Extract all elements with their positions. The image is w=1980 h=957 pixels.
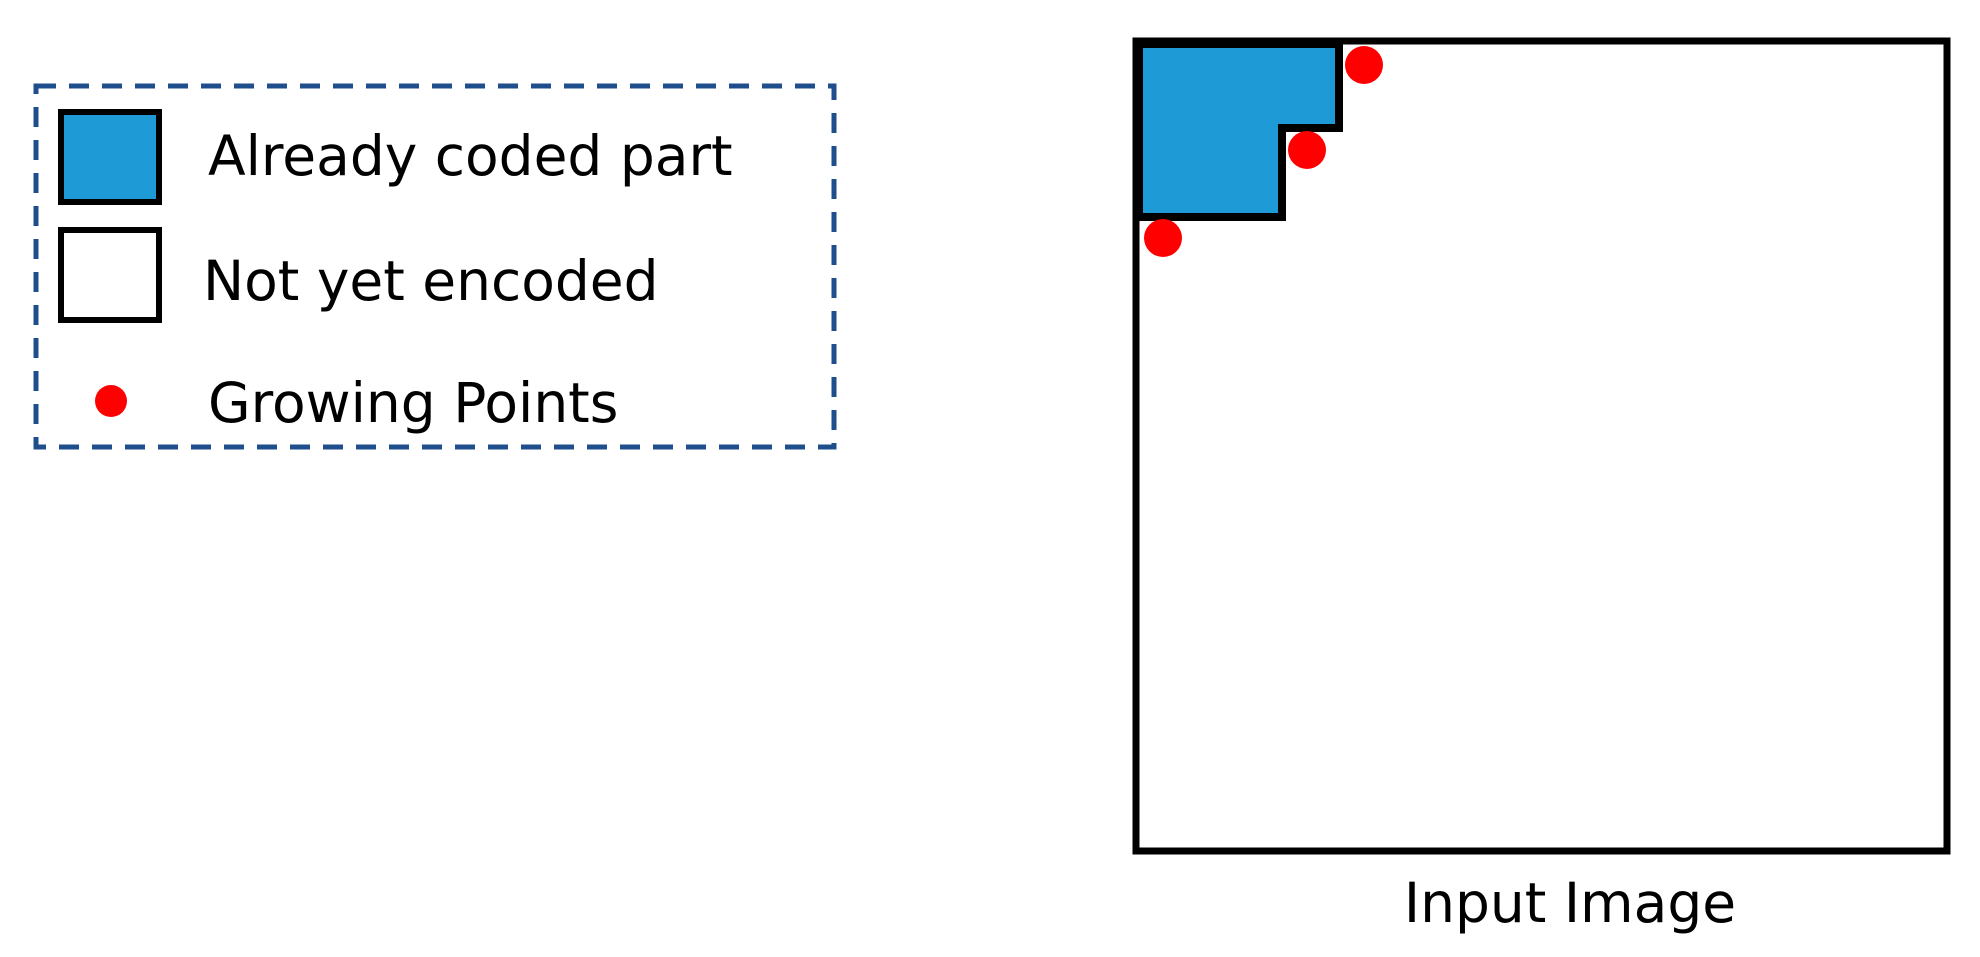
growing-point-2 — [1288, 131, 1326, 169]
legend-label-uncoded: Not yet encoded — [203, 249, 659, 313]
growing-point-swatch — [95, 385, 127, 417]
input-image-panel: Input Image — [1132, 37, 1951, 935]
coded-swatch — [58, 109, 162, 205]
growing-point-1 — [1345, 46, 1383, 84]
growing-point-3 — [1144, 219, 1182, 257]
uncoded-swatch — [58, 227, 162, 323]
legend: Already coded part Not yet encoded Growi… — [33, 83, 837, 450]
legend-border — [33, 83, 837, 450]
coded-region — [1135, 40, 1343, 221]
legend-label-coded: Already coded part — [208, 124, 733, 188]
input-image-caption: Input Image — [1404, 871, 1736, 935]
legend-label-growing: Growing Points — [208, 371, 618, 435]
